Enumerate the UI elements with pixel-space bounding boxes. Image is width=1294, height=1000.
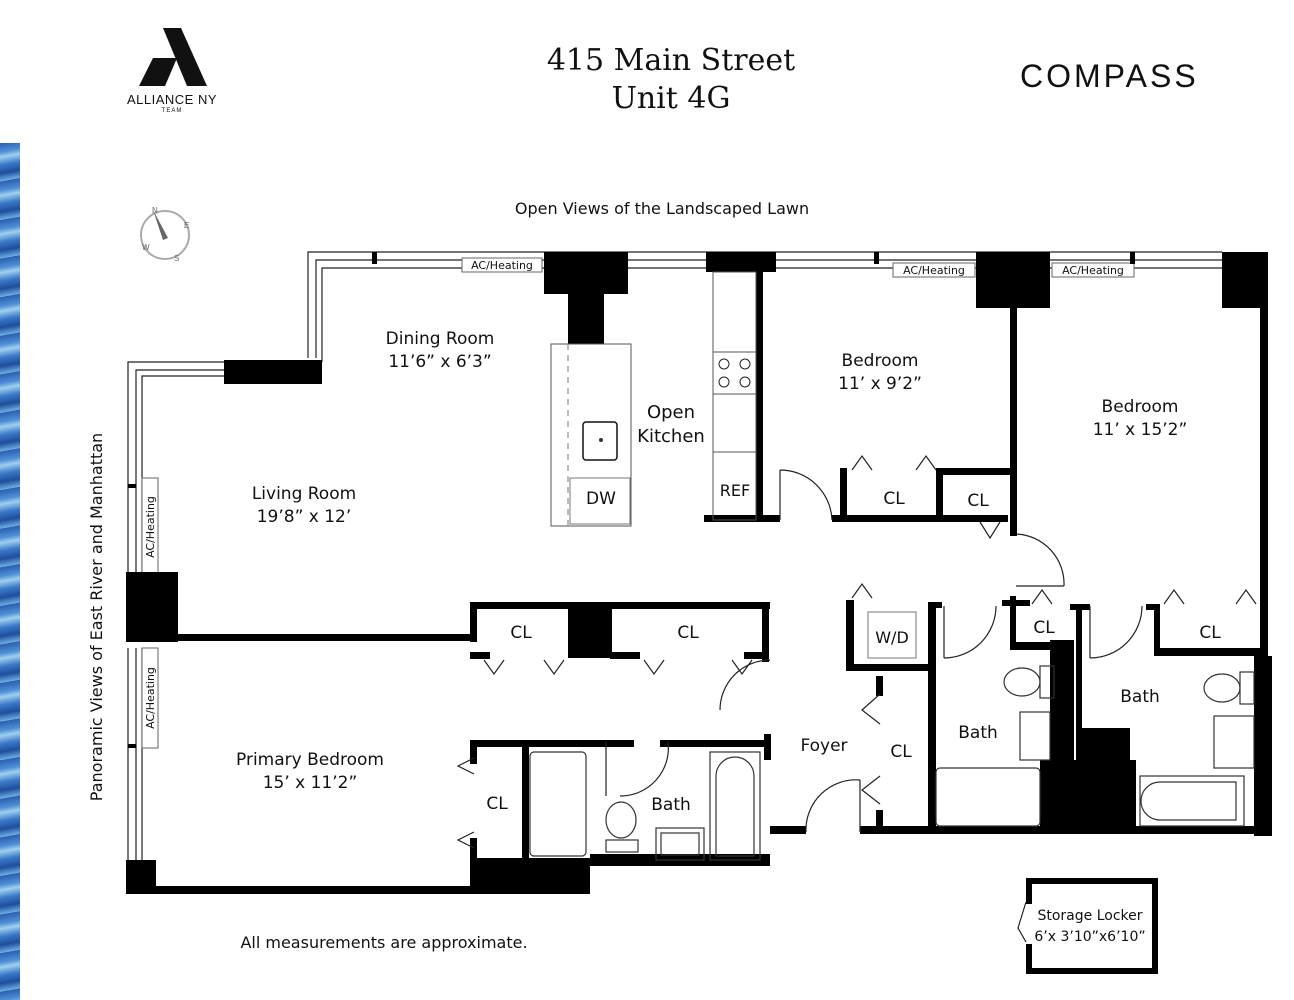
svg-text:AC/Heating: AC/Heating bbox=[144, 496, 157, 558]
dining-room-name: Dining Room bbox=[386, 329, 495, 349]
stove-icon bbox=[718, 358, 751, 388]
svg-text:S: S bbox=[174, 254, 179, 263]
svg-text:CL: CL bbox=[1033, 618, 1055, 638]
svg-text:E: E bbox=[184, 221, 189, 230]
refrigerator-label: REF bbox=[720, 481, 750, 500]
compass-logo: COMPASS bbox=[1020, 58, 1199, 94]
top-view-label: Open Views of the Landscaped Lawn bbox=[515, 199, 809, 218]
ac-heating-units: AC/Heating AC/Heating AC/Heating AC/Heat… bbox=[141, 257, 1135, 749]
washer-dryer-box bbox=[867, 611, 917, 659]
walls bbox=[126, 252, 1272, 974]
closet-labels: CL CL CL CL CL CL CL CL bbox=[486, 489, 1221, 814]
compass-rose-icon: N E S W bbox=[140, 206, 190, 263]
bath-fixtures bbox=[529, 665, 1255, 861]
bedroom2-dims: 11’ x 15’2” bbox=[1093, 420, 1188, 440]
washer-dryer-label: W/D bbox=[875, 628, 909, 647]
svg-text:CL: CL bbox=[1199, 623, 1221, 643]
unit-line: Unit 4G bbox=[611, 81, 731, 116]
bedroom2-bath-label: Bath bbox=[1120, 687, 1160, 707]
dishwasher-label: DW bbox=[586, 489, 616, 509]
storage-locker-name: Storage Locker bbox=[1037, 908, 1142, 924]
kitchen-fixtures: DW REF bbox=[550, 271, 757, 527]
primary-bedroom-dims: 15’ x 11’2” bbox=[263, 773, 358, 793]
page-title: 415 Main Street Unit 4G bbox=[520, 42, 822, 118]
svg-text:AC/Heating: AC/Heating bbox=[903, 264, 965, 277]
bedroom1-name: Bedroom bbox=[842, 351, 919, 371]
logo-name: ALLIANCE NY bbox=[126, 92, 218, 107]
primary-bath-label: Bath bbox=[651, 795, 691, 815]
address-line: 415 Main Street bbox=[546, 43, 796, 78]
left-view-label: Panoramic Views of East River and Manhat… bbox=[87, 433, 106, 801]
alliance-ny-logo: ALLIANCE NY TEAM bbox=[112, 28, 232, 114]
measurements-note: All measurements are approximate. bbox=[240, 933, 527, 952]
primary-bedroom-name: Primary Bedroom bbox=[236, 750, 384, 770]
svg-text:AC/Heating: AC/Heating bbox=[144, 667, 157, 729]
room-labels: Dining Room 11’6” x 6’3” Living Room 19’… bbox=[236, 329, 1187, 815]
svg-text:W: W bbox=[142, 243, 150, 252]
bedroom2-name: Bedroom bbox=[1102, 397, 1179, 417]
svg-text:CL: CL bbox=[510, 623, 532, 643]
svg-text:AC/Heating: AC/Heating bbox=[471, 259, 533, 272]
svg-text:CL: CL bbox=[883, 489, 905, 509]
door-swings bbox=[456, 454, 1257, 943]
water-decoration-strip bbox=[0, 143, 20, 1000]
logo-sub: TEAM bbox=[161, 108, 183, 114]
foyer-label: Foyer bbox=[800, 736, 847, 756]
living-room-name: Living Room bbox=[252, 484, 356, 504]
bedroom1-dims: 11’ x 9’2” bbox=[838, 374, 922, 394]
alliance-a-icon bbox=[139, 28, 207, 86]
kitchen-line2: Kitchen bbox=[637, 426, 705, 447]
sink-icon bbox=[582, 421, 618, 461]
hall-bath-label: Bath bbox=[958, 723, 998, 743]
svg-text:CL: CL bbox=[486, 794, 508, 814]
svg-text:CL: CL bbox=[677, 623, 699, 643]
dining-room-dims: 11’6” x 6’3” bbox=[388, 352, 491, 372]
svg-text:AC/Heating: AC/Heating bbox=[1062, 264, 1124, 277]
storage-locker-dims: 6’x 3’10”x6’10” bbox=[1034, 929, 1145, 945]
svg-text:N: N bbox=[152, 206, 158, 215]
living-room-dims: 19’8” x 12’ bbox=[257, 507, 352, 527]
kitchen-line1: Open bbox=[647, 402, 695, 423]
svg-text:CL: CL bbox=[890, 742, 912, 762]
svg-text:CL: CL bbox=[967, 491, 989, 511]
